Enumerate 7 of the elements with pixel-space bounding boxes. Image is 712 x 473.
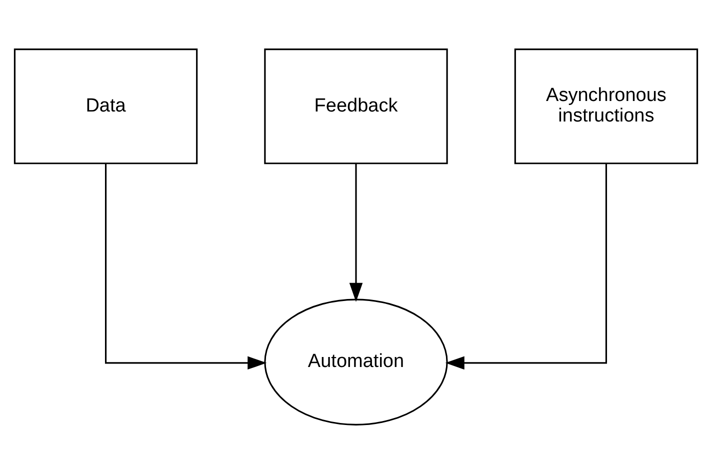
node-box: Feedback	[264, 48, 448, 164]
arrow	[349, 163, 363, 302]
arrow	[445, 163, 608, 370]
node-box: Asynchronous instructions	[514, 48, 698, 164]
arrow	[104, 163, 267, 370]
node-ellipse: Automation	[264, 298, 448, 425]
node-box: Data	[14, 48, 198, 164]
